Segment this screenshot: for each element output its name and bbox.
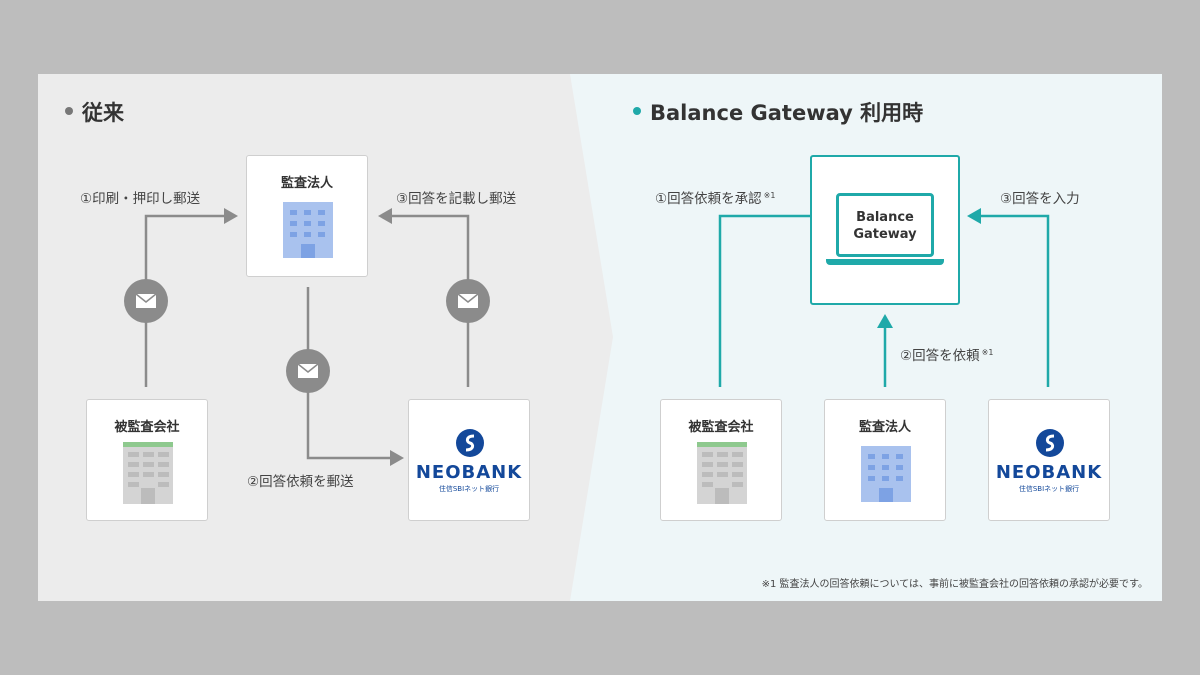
neobank-logo bbox=[456, 429, 484, 457]
audit-firm-box-right: 監査法人 bbox=[824, 399, 946, 521]
label-step1-right-text: ①回答依頼を承認 bbox=[655, 191, 762, 207]
note-mark: ※1 bbox=[763, 190, 776, 200]
arrow-step2-line bbox=[306, 287, 390, 460]
laptop-text-line2: Gateway bbox=[853, 227, 917, 242]
right-heading-bullet bbox=[633, 107, 641, 115]
bank-name-right: NEOBANK bbox=[995, 462, 1103, 483]
right-connectors bbox=[718, 208, 1050, 387]
label-step3-right: ③回答を入力 bbox=[1000, 191, 1080, 207]
arrowhead-step3 bbox=[378, 208, 392, 224]
building-icon bbox=[123, 442, 173, 504]
arrowhead-step3 bbox=[967, 208, 981, 224]
label-step1-left: ①印刷・押印し郵送 bbox=[80, 191, 201, 207]
bank-name-block: NEOBANK 住信SBIネット銀行 bbox=[409, 462, 529, 494]
balance-gateway-box: Balance Gateway bbox=[810, 155, 960, 305]
arrow-step1-line bbox=[144, 214, 226, 387]
arrow-step3-line bbox=[390, 214, 470, 387]
audited-company-title-right: 被監査会社 bbox=[688, 420, 754, 435]
audit-firm-title: 監査法人 bbox=[280, 176, 333, 191]
arrowhead-step2 bbox=[877, 314, 893, 328]
bank-box-right: NEOBANK 住信SBIネット銀行 bbox=[988, 399, 1110, 521]
laptop-base bbox=[826, 259, 944, 265]
diagram-slide: 従来 ①印刷・押印し郵送 ③回答を記載し郵送 ②回答依頼を郵送 監査法人 bbox=[38, 74, 1162, 601]
laptop-text-line1: Balance bbox=[856, 210, 914, 225]
bank-name: NEOBANK bbox=[415, 462, 523, 483]
left-heading-bullet bbox=[65, 107, 73, 115]
laptop-icon: Balance Gateway bbox=[836, 193, 934, 257]
bank-name-block-right: NEOBANK 住信SBIネット銀行 bbox=[989, 462, 1109, 494]
bank-subname-right: 住信SBIネット銀行 bbox=[1018, 485, 1080, 493]
audit-firm-box: 監査法人 bbox=[246, 155, 368, 277]
left-heading: 従来 bbox=[82, 101, 124, 125]
audited-company-box-right: 被監査会社 bbox=[660, 399, 782, 521]
label-step1-right: ①回答依頼を承認※1 bbox=[655, 187, 776, 208]
arrowhead-step2 bbox=[390, 450, 404, 466]
building-icon bbox=[861, 446, 911, 502]
label-step3-left: ③回答を記載し郵送 bbox=[396, 191, 517, 207]
audited-company-title: 被監査会社 bbox=[114, 420, 180, 435]
envelope-icon bbox=[286, 349, 330, 393]
neobank-logo bbox=[1036, 429, 1064, 457]
arrow-step3-line bbox=[981, 214, 1050, 387]
footnote: ※1 監査法人の回答依頼については、事前に被監査会社の回答依頼の承認が必要です。 bbox=[761, 579, 1148, 590]
label-step2-right-text: ②回答を依頼 bbox=[900, 348, 980, 364]
arrowhead-step1 bbox=[224, 208, 238, 224]
bank-subname: 住信SBIネット銀行 bbox=[438, 485, 500, 493]
envelope-icon bbox=[446, 279, 490, 323]
label-step2-right: ②回答を依頼※1 bbox=[900, 344, 994, 365]
building-icon bbox=[697, 442, 747, 504]
right-heading: Balance Gateway 利用時 bbox=[650, 101, 924, 125]
left-connectors bbox=[144, 208, 470, 466]
note-mark: ※1 bbox=[981, 347, 994, 357]
building-icon bbox=[283, 202, 333, 258]
arrow-step1-line bbox=[718, 214, 825, 387]
audited-company-box: 被監査会社 bbox=[86, 399, 208, 521]
laptop-screen-text: Balance Gateway bbox=[839, 209, 931, 243]
envelope-icon bbox=[124, 279, 168, 323]
label-step2-left: ②回答依頼を郵送 bbox=[247, 474, 354, 490]
audit-firm-title-right: 監査法人 bbox=[858, 420, 911, 435]
bank-box: NEOBANK 住信SBIネット銀行 bbox=[408, 399, 530, 521]
